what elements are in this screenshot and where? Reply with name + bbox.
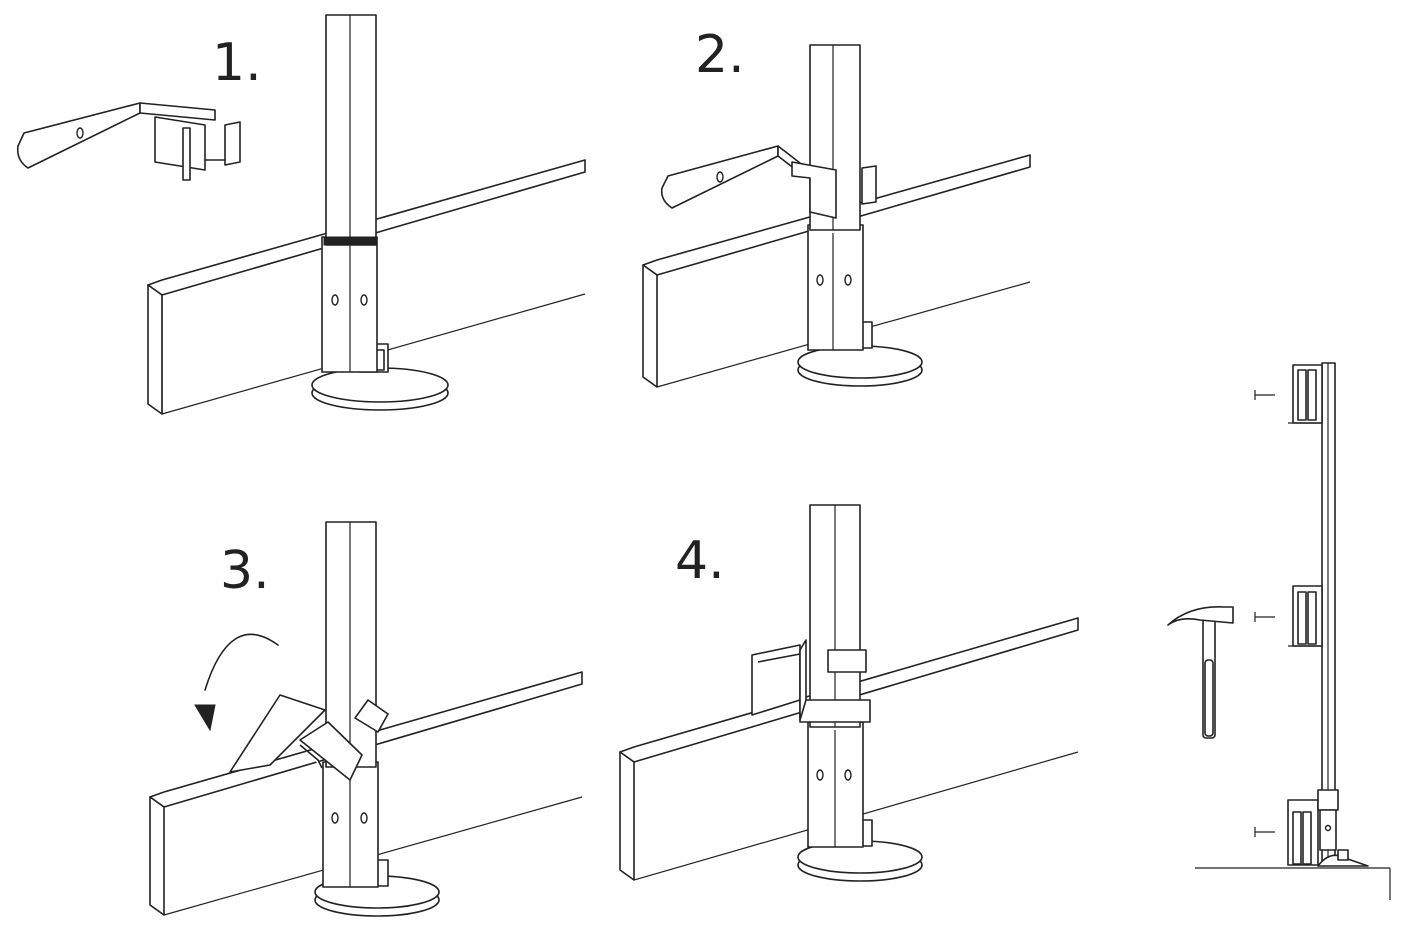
- curved-arrow-icon: [204, 633, 279, 691]
- step-2-bracket: [660, 145, 877, 219]
- side-view-bracket-middle: [1254, 585, 1323, 647]
- step-2-label: 2.: [695, 25, 745, 85]
- side-view-foot: [1317, 789, 1369, 867]
- step-1-bracket: [16, 102, 241, 181]
- step-2-foot: [797, 321, 923, 387]
- step-3-foot: [314, 859, 440, 917]
- step-3-label: 3.: [220, 541, 270, 601]
- step-4-post: [799, 504, 871, 848]
- step-1-label: 1.: [212, 33, 262, 93]
- side-view-post: [1321, 362, 1336, 864]
- step-3-panel: 3.: [149, 521, 583, 917]
- hammer-icon: [1167, 606, 1234, 739]
- step-1-panel: 1.: [16, 14, 586, 415]
- step-1-post: [321, 14, 378, 373]
- side-view-panel: [1167, 362, 1391, 900]
- step-4-panel: 4.: [619, 504, 1079, 882]
- step-2-panel: 2.: [642, 25, 1031, 388]
- side-view-bracket-top: [1254, 364, 1323, 424]
- step-3-bracket: [229, 694, 389, 781]
- side-view-bracket-bottom: [1254, 799, 1319, 866]
- step-3-arrow: [194, 633, 279, 732]
- step-4-label: 4.: [675, 531, 725, 591]
